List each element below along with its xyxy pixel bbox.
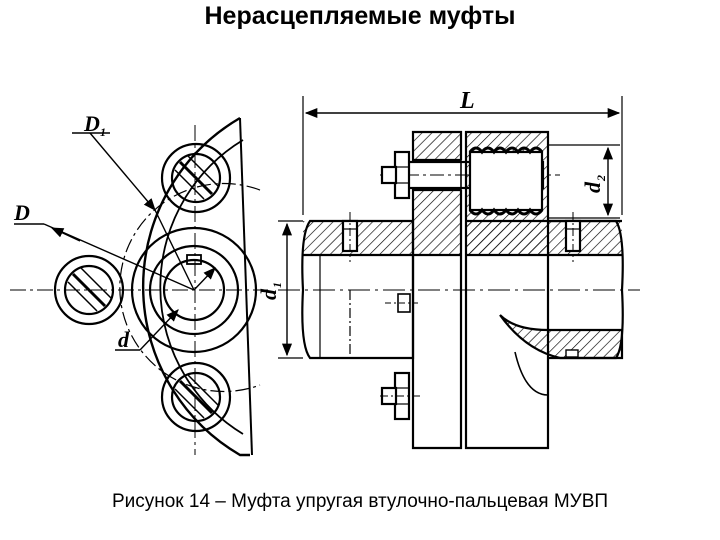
d1-leader xyxy=(89,132,156,211)
figure-caption: Рисунок 14 – Муфта упругая втулочно-паль… xyxy=(111,491,609,512)
keyway xyxy=(186,254,202,265)
end-view xyxy=(10,116,268,457)
label-D: D xyxy=(13,200,30,225)
label-d1-sub: 1 xyxy=(270,282,284,288)
pitch-circle xyxy=(119,182,261,393)
label-d1: d xyxy=(256,288,281,300)
rubber-bushing xyxy=(468,146,544,216)
flange-outline xyxy=(142,116,250,457)
left-flange-hatch xyxy=(413,132,461,255)
page-title: Нерасцепляемые муфты xyxy=(204,2,516,30)
label-d2: d xyxy=(580,181,605,193)
bottom-cutaway xyxy=(499,314,624,360)
flange-cut-edge xyxy=(239,117,253,456)
pin-bottom xyxy=(160,361,232,433)
pin-top xyxy=(160,142,232,214)
label-L: L xyxy=(459,88,475,114)
bore xyxy=(162,258,226,322)
label-d2-sub: 2 xyxy=(594,175,608,182)
label-d: d xyxy=(118,327,130,352)
label-D1: D xyxy=(83,111,100,136)
right-hub-hatch-top xyxy=(548,221,622,255)
label-D1-sub: 1 xyxy=(100,125,106,139)
side-view xyxy=(278,96,640,450)
flange-inner-rim xyxy=(159,139,244,435)
nut-top xyxy=(393,150,411,200)
left-hub xyxy=(301,219,415,360)
